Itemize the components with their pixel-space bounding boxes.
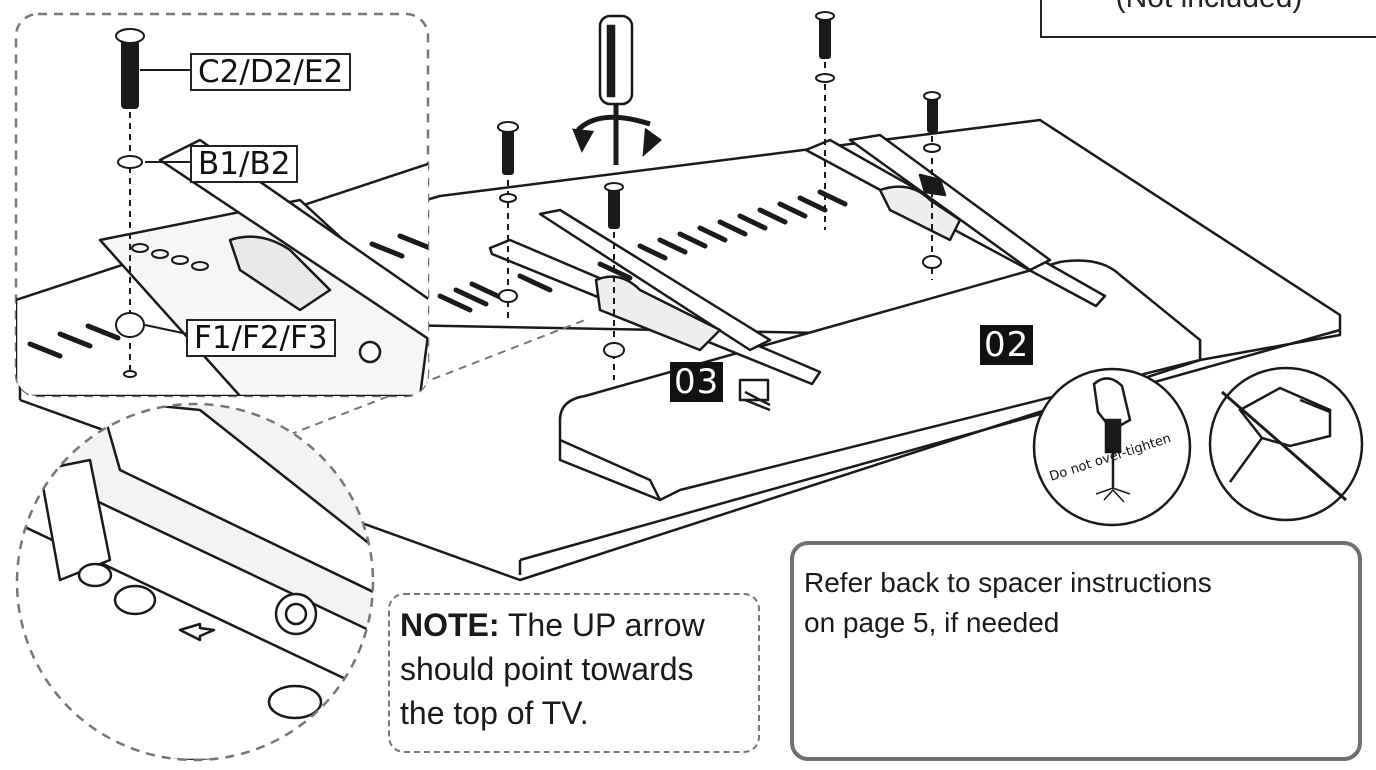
not-included-text: (Not included) <box>1116 0 1303 14</box>
power-drill-icon <box>1228 386 1332 483</box>
bracket-02 <box>804 133 1107 308</box>
screw-icon <box>497 121 519 175</box>
note-line-2: should point towards <box>400 651 694 687</box>
detail-leader <box>249 319 586 451</box>
nut-icon <box>274 592 318 636</box>
note-text-1: The UP arrow <box>499 607 705 643</box>
screw-icon <box>923 91 941 133</box>
note-heading: NOTE: <box>400 607 500 643</box>
part-label-spacer: F1/F2/F3 <box>186 319 336 357</box>
hand-screwdriver-icon <box>1092 377 1132 503</box>
tighten-warning <box>1032 366 1364 527</box>
screw-icon <box>815 11 835 59</box>
zoom-detail <box>15 402 375 762</box>
screw-icon <box>604 182 624 229</box>
prohibited-line-icon <box>1221 390 1347 502</box>
not-included-box: (Not included) <box>1040 0 1376 38</box>
screws <box>497 11 942 380</box>
note-line-3: the top of TV. <box>400 695 589 731</box>
spacer-info-line-1: Refer back to spacer instructions <box>804 567 1212 598</box>
spacer-info-line-2: on page 5, if needed <box>804 607 1060 638</box>
step-badge-02: 02 <box>980 325 1034 365</box>
part-label-washer: B1/B2 <box>190 145 299 183</box>
spacer-instructions-box: Refer back to spacer instructions on pag… <box>790 541 1362 761</box>
part-label-screw: C2/D2/E2 <box>190 53 352 91</box>
step-badge-03: 03 <box>670 362 724 402</box>
note-box: NOTE: The UP arrow should point towards … <box>388 593 760 753</box>
note-line-1: NOTE: The UP arrow <box>400 603 758 647</box>
up-arrow-icon <box>178 622 216 642</box>
bracket-03 <box>488 208 822 412</box>
screwdriver-icon <box>572 14 663 165</box>
